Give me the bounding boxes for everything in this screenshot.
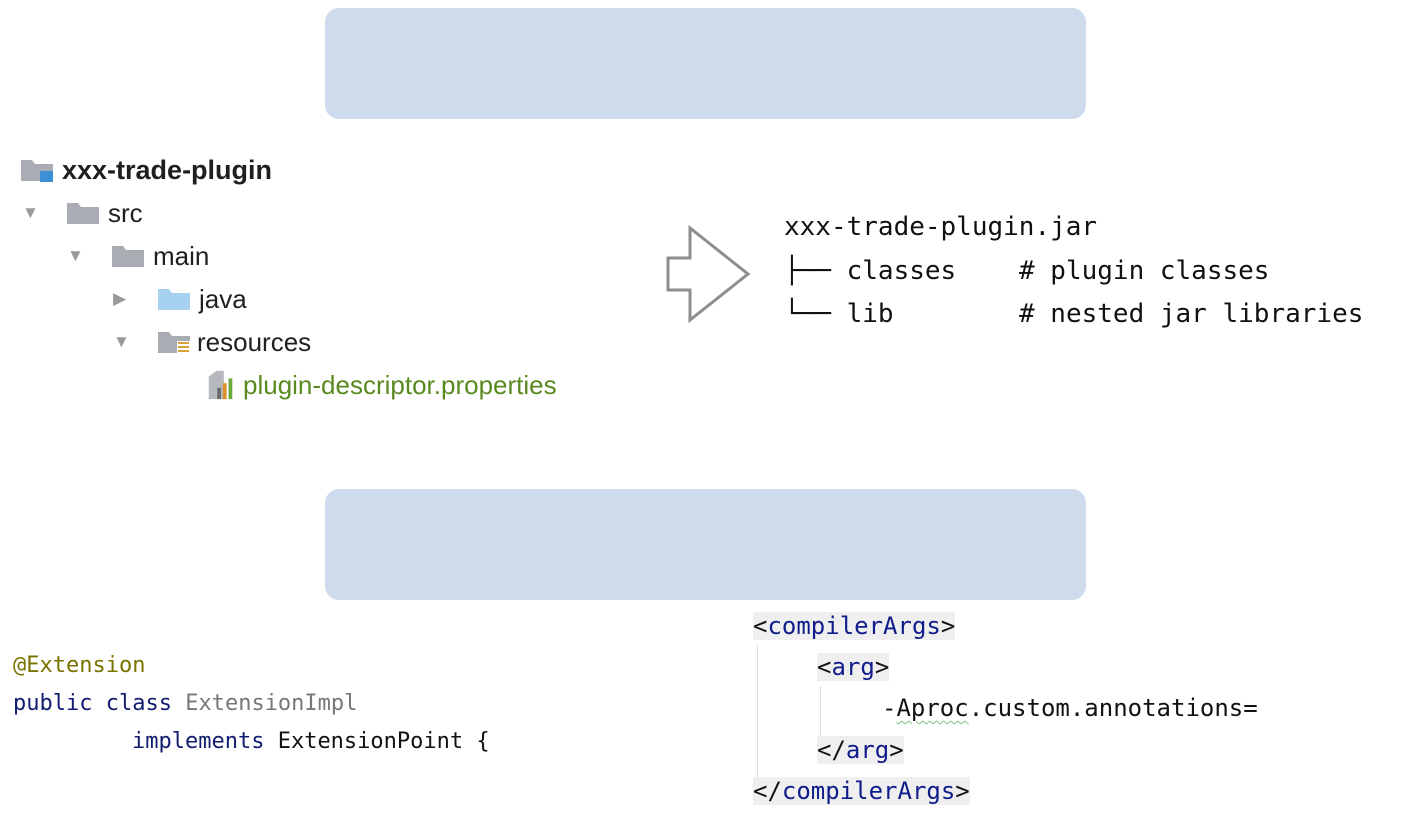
jar-comment-classes: # plugin classes [1019,256,1270,286]
jar-branch-lib: └── lib [784,299,894,329]
xml-bracket: </ [817,736,846,764]
tree-label-properties-file: plugin-descriptor.properties [243,369,557,400]
xml-bracket: > [955,777,970,805]
xml-bracket: > [940,612,956,640]
tree-label-resources: resources [197,326,312,357]
xml-close-compiler-args: </compilerArgs> [753,777,970,805]
arg-value-squiggle: Aproc [896,694,969,722]
xml-bracket: < [817,653,832,681]
xml-open-compiler-args: <compilerArgs> [753,612,956,640]
keyword-implements: implements [132,729,265,754]
tree-item-main[interactable]: ▼ main [67,241,209,271]
xml-bracket: > [874,653,890,681]
arg-value-prefix: - [882,694,897,722]
indent-guide [757,645,758,787]
module-folder-icon [21,160,53,182]
code-line-implements: implements ExtensionPoint { [132,729,490,754]
properties-file-icon [208,370,233,400]
xml-close-arg: </arg> [817,736,904,764]
xml-bracket: > [889,736,904,764]
tree-item-java[interactable]: ▶ java [113,284,247,314]
xml-tag-arg: arg [831,653,875,681]
tree-label-root: xxx-trade-plugin [62,154,273,185]
tree-item-root[interactable]: xxx-trade-plugin [20,155,272,185]
tree-label-java: java [199,283,247,314]
xml-tag-arg: arg [845,736,890,764]
xml-bracket: < [753,612,768,640]
interface-name: ExtensionPoint { [277,729,490,754]
xml-open-arg: <arg> [817,653,890,681]
keyword-public: public [13,691,93,716]
xml-tag-compiler-args: compilerArgs [767,612,941,640]
xml-bracket: </ [753,777,782,805]
indent-guide [820,686,821,744]
chevron-down-icon[interactable]: ▼ [113,332,130,351]
tree-label-main: main [153,240,210,271]
tree-label-src: src [108,197,143,228]
xml-tag-compiler-args: compilerArgs [781,777,956,805]
code-line-class-decl: public class ExtensionImpl [13,691,357,716]
folder-icon [112,246,144,267]
chevron-down-icon[interactable]: ▼ [67,246,84,265]
chevron-right-icon[interactable]: ▶ [113,289,127,308]
class-name: ExtensionImpl [185,691,358,716]
tree-item-properties-file[interactable]: plugin-descriptor.properties [205,370,557,400]
jar-comment-lib: # nested jar libraries [1019,299,1364,329]
xml-arg-value: -Aproc.custom.annotations= [882,694,1258,722]
source-folder-icon [158,289,190,310]
tree-item-src[interactable]: ▼ src [22,198,143,228]
keyword-class: class [105,691,172,716]
code-line-annotation: @Extension [13,653,145,678]
chevron-down-icon[interactable]: ▼ [22,203,39,222]
top-banner [325,8,1086,119]
outline-right-arrow-icon [666,224,751,324]
resources-folder-icon [158,332,190,354]
jar-entry-lib: └── lib # nested jar libraries [784,299,1363,329]
jar-name: xxx-trade-plugin.jar [784,212,1098,242]
jar-entry-classes: ├── classes # plugin classes [784,256,1269,286]
tree-item-resources[interactable]: ▼ resources [113,327,311,357]
folder-icon [67,203,99,224]
arg-value-rest: .custom.annotations= [968,694,1258,722]
jar-branch-classes: ├── classes [784,256,957,286]
bottom-banner [325,489,1086,600]
annotation: @Extension [13,653,146,678]
